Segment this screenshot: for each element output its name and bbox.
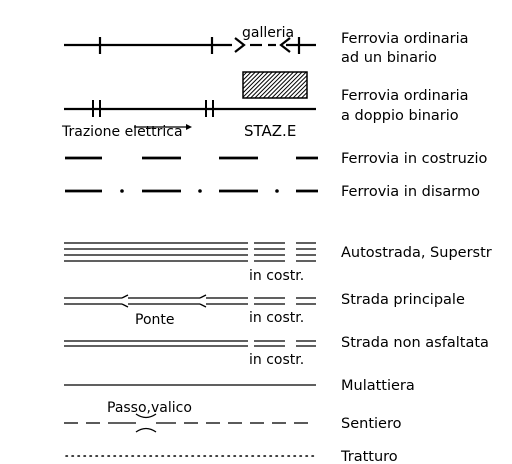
legend-label-motorway: Autostrada, Superstr	[341, 245, 492, 261]
legend-label-footpath: Sentiero	[341, 416, 402, 432]
station-symbol	[242, 71, 308, 99]
motorway-in-construction-annotation: in costr.	[249, 268, 304, 284]
bridge-annotation: Ponte	[135, 312, 174, 328]
pass-annotation: Passo,valico	[107, 400, 192, 416]
symbol-motorway	[64, 242, 316, 262]
legend-label-railway-single-line2: ad un binario	[341, 50, 437, 66]
legend-label-railway-construction: Ferrovia in costruzio	[341, 151, 487, 167]
main-road-in-construction-annotation: in costr.	[249, 310, 304, 326]
legend-label-cattle-track: Tratturo	[340, 449, 398, 464]
legend-label-railway-double-line1: Ferrovia ordinaria	[341, 88, 469, 104]
electric-traction-annotation: Trazione elettrica	[61, 124, 183, 140]
legend-label-railway-double-line2: a doppio binario	[341, 108, 459, 124]
unpaved-road-in-construction-annotation: in costr.	[249, 352, 304, 368]
symbol-railway-double	[64, 100, 316, 130]
legend-label-railway-disused: Ferrovia in disarmo	[341, 184, 480, 200]
legend-label-railway-single-line1: Ferrovia ordinaria	[341, 31, 469, 47]
tunnel-symbol	[234, 37, 316, 54]
legend-label-mule-track: Mulattiera	[341, 378, 415, 394]
tunnel-annotation: galleria	[242, 25, 294, 41]
symbol-railway-single	[64, 37, 316, 54]
symbol-footpath	[64, 413, 308, 433]
legend-label-main-road: Strada principale	[341, 292, 465, 308]
pass-symbol	[135, 413, 157, 433]
electric-traction-arrow	[134, 124, 192, 130]
legend-label-unpaved-road: Strada non asfaltata	[341, 335, 489, 351]
symbol-unpaved-road	[64, 340, 316, 347]
station-annotation: STAZ.E	[244, 122, 296, 140]
symbol-main-road	[64, 294, 316, 308]
symbol-railway-disused	[65, 189, 318, 193]
